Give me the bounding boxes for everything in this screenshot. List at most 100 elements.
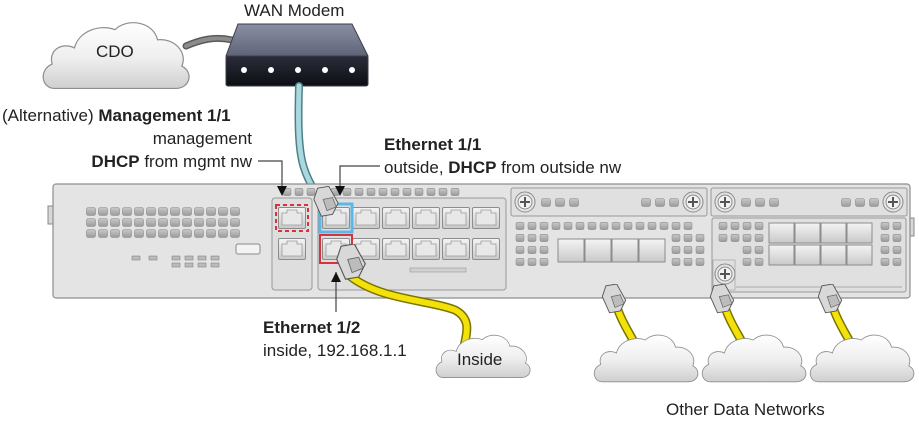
vent-slot: [194, 229, 204, 238]
vent-slot: [515, 234, 525, 242]
vent-slot: [683, 258, 693, 266]
vent-slot: [158, 229, 168, 238]
vent-slot: [378, 188, 388, 196]
rj45-port: [442, 206, 470, 230]
vent-slot: [515, 222, 525, 230]
vent-slot: [695, 258, 705, 266]
vent-slot: [671, 246, 681, 254]
vent-slot: [515, 246, 525, 254]
vent-slot: [206, 229, 216, 238]
mgmt-port-highlight: [275, 204, 309, 232]
data-port-panel: [317, 197, 507, 291]
rj45-port: [412, 237, 440, 261]
vent-slot: [587, 222, 597, 230]
eth1-1-callout-line2: outside, DHCP from outside nw: [384, 158, 621, 178]
vent-slot: [880, 246, 890, 254]
other-networks-label: Other Data Networks: [666, 400, 825, 419]
vent-slot: [218, 229, 228, 238]
vent-slot: [551, 222, 561, 230]
vent-slot: [527, 258, 537, 266]
inside-cloud-label: Inside: [457, 350, 503, 369]
vent-slot: [880, 258, 890, 266]
vent-slot: [194, 218, 204, 227]
status-leds: [131, 255, 220, 268]
data-network-1: [593, 284, 699, 383]
vent-slot: [671, 222, 681, 230]
eth1-1-leader-line: [335, 165, 380, 196]
vent-slot: [742, 258, 752, 266]
sfp-port: [768, 222, 795, 244]
mgmt-callout-line3: DHCP from mgmt nw: [91, 152, 252, 172]
other-data-networks: [593, 284, 915, 383]
vent-slot: [170, 207, 180, 216]
vent-slot: [718, 234, 728, 242]
vent-slot: [880, 222, 890, 230]
rj45-port: [412, 206, 440, 230]
vent-slot: [206, 218, 216, 227]
eth1-1-dhcp-text: DHCP: [448, 158, 497, 177]
vent-slot: [683, 234, 693, 242]
mgmt-callout-title: Management 1/1: [98, 106, 231, 125]
sfp-port: [820, 222, 847, 244]
vent-slot: [146, 229, 156, 238]
vent-slot: [450, 188, 460, 196]
sfp-port: [794, 222, 821, 244]
cloud-icon: [809, 334, 915, 383]
vent-slot: [122, 229, 132, 238]
mgmt-callout-prefix: (Alternative): [2, 106, 99, 125]
vent-slot: [754, 246, 764, 254]
data-network-2: [701, 284, 807, 383]
vent-slot: [683, 246, 693, 254]
eth1-1-callout-title: Ethernet 1/1: [384, 135, 482, 154]
wan-modem-icon: [225, 23, 369, 87]
vent-slot: [599, 222, 609, 230]
vent-slot: [527, 234, 537, 242]
vent-slot: [158, 207, 168, 216]
vent-slot: [892, 222, 902, 230]
network-module-2: [710, 187, 908, 293]
data-network-3: [809, 284, 915, 383]
vent-slot: [182, 229, 192, 238]
wan-modem-label: WAN Modem: [244, 1, 345, 20]
vent-slot: [98, 207, 108, 216]
rj45-port: [472, 237, 500, 261]
eth1-1-role-text: outside,: [384, 158, 449, 177]
vent-slot: [230, 218, 240, 227]
vent-slot: [342, 188, 352, 196]
vent-slot: [230, 229, 240, 238]
vent-slot: [402, 188, 412, 196]
mgmt-callout-line2: management: [152, 129, 252, 148]
cloud-icon: [593, 334, 699, 383]
vent-slot: [671, 234, 681, 242]
vent-slot: [86, 229, 96, 238]
vent-slot: [438, 188, 448, 196]
vent-slot: [695, 246, 705, 254]
vent-slot: [354, 188, 364, 196]
vent-slot: [218, 207, 228, 216]
vent-slot: [754, 234, 764, 242]
vent-slot: [182, 218, 192, 227]
vent-slot: [880, 234, 890, 242]
vent-slot: [742, 234, 752, 242]
vent-slot: [98, 229, 108, 238]
vent-slot: [730, 222, 740, 230]
eth1-2-leader-line: [331, 272, 341, 312]
vent-slot: [170, 218, 180, 227]
vent-slot: [110, 207, 120, 216]
vent-slot: [539, 222, 549, 230]
vent-slot: [742, 222, 752, 230]
eth1-2-callout-line2: inside, 192.168.1.1: [263, 341, 407, 360]
mgmt-dhcp-rest: from mgmt nw: [139, 152, 252, 171]
vent-slot: [146, 218, 156, 227]
vent-slot: [86, 218, 96, 227]
vent-slot: [742, 246, 752, 254]
vent-slot: [892, 258, 902, 266]
vent-slot: [110, 218, 120, 227]
vent-slot: [575, 222, 585, 230]
vent-slot: [366, 188, 376, 196]
vent-slot: [611, 222, 621, 230]
vent-slot: [539, 234, 549, 242]
sfp-port: [768, 244, 795, 266]
vent-slot: [623, 222, 633, 230]
